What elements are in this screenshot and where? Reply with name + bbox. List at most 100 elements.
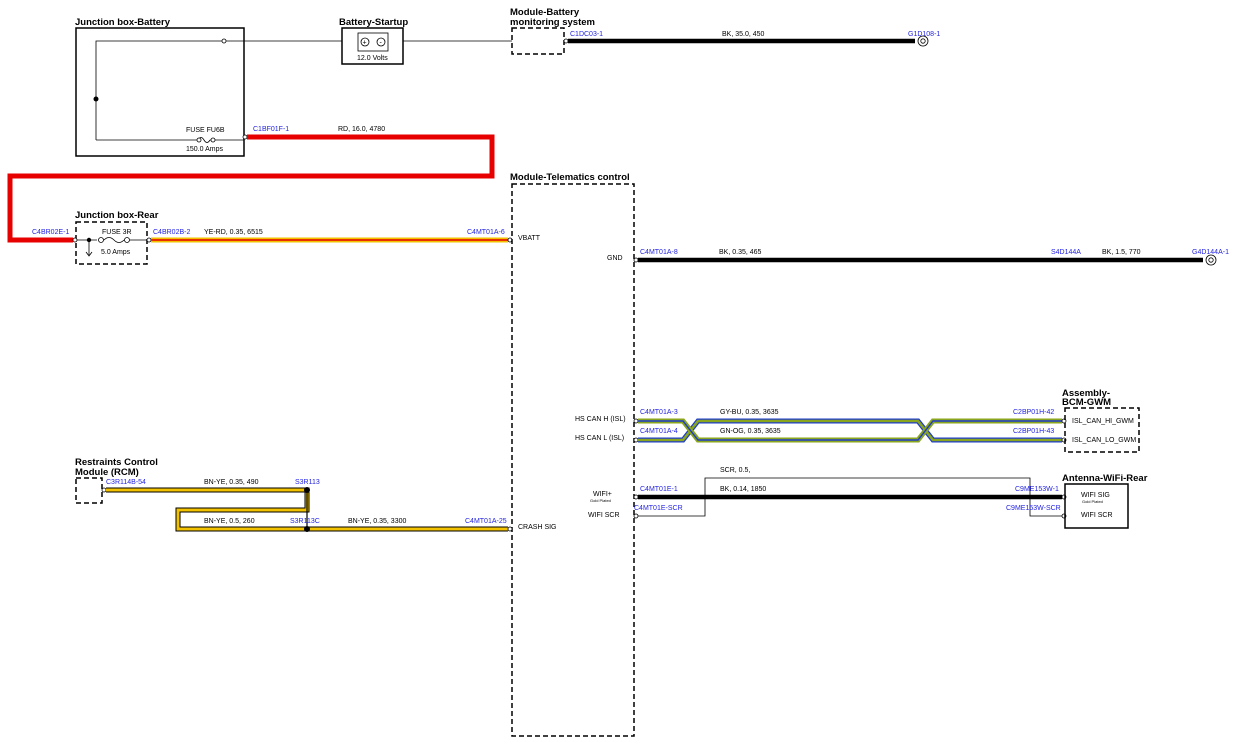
battery-startup: Battery-Startup + - 12.0 Volts <box>226 17 512 65</box>
s4d144a-label: S4D144A <box>1051 249 1081 256</box>
c3r114b-pin <box>101 487 107 493</box>
fuse-3r-symbol <box>103 237 125 243</box>
module-battery-monitoring: Module-Battery monitoring system C1DC03-… <box>510 7 940 55</box>
rcm-title-2: Module (RCM) <box>75 467 139 478</box>
c2bp01h42-label: C2BP01H-42 <box>1013 409 1054 416</box>
c9me153w1-label: C9ME153W-1 <box>1015 486 1059 493</box>
module-bms-frame <box>511 27 565 55</box>
ye-rd-wire-group: C4BR02B-2 YE-RD, 0.35, 6515 C4MT01A-6 <box>151 229 513 243</box>
pin-wifi-sig: WIFI SIG <box>1081 492 1110 499</box>
jb-battery-bus-terminal <box>221 38 227 44</box>
rd-main-label: RD, 16.0, 4780 <box>338 126 385 133</box>
can-bus-group: C4MT01A-3 C4MT01A-4 GY-BU, 0.35, 3635 GN… <box>633 409 1067 443</box>
assembly-bcm-gwm: Assembly- BCM-GWM ISL_CAN_HI_GWM ISL_CAN… <box>1062 388 1140 453</box>
ground-g4d144a-inner <box>1208 257 1214 263</box>
jb-rear-branch-arrow <box>85 251 93 257</box>
module-bms-title-1: Module-Battery <box>510 7 580 18</box>
module-telematics: Module-Telematics control VBATT GND HS C… <box>510 172 635 737</box>
bcm-title-1: Assembly- <box>1062 388 1110 399</box>
c4mt01a3-pin <box>633 418 639 424</box>
g1d108-label: G1D108-1 <box>908 31 940 38</box>
junction-box-rear-title: Junction box-Rear <box>75 210 159 221</box>
s3r113c-label: S3R113C <box>290 518 320 525</box>
bk-wifi-label: BK, 0.14, 1850 <box>720 486 766 493</box>
pin-crash-sig: CRASH SIG <box>518 524 557 531</box>
fuse-3r-label: FUSE 3R <box>102 229 132 236</box>
gnd-wire-group: C4MT01A-8 BK, 0.35, 465 S4D144A BK, 1.5,… <box>633 249 1229 266</box>
c4mt01escr-label: C4MT01E-SCR <box>634 505 683 512</box>
pin-wifi-plus: WIFI+ <box>593 491 612 498</box>
bk-gnd2-label: BK, 1.5, 770 <box>1102 249 1141 256</box>
c4mt01e1-pin <box>633 494 639 500</box>
fuse-f06b-label: FUSE FU6B <box>186 127 225 134</box>
junction-box-battery-frame <box>75 27 245 157</box>
rd-main-wire <box>7 134 495 243</box>
pin-gnd: GND <box>607 255 623 262</box>
antenna-title: Antenna-WiFi-Rear <box>1062 473 1148 484</box>
bn-ye-3300-label: BN-YE, 0.35, 3300 <box>348 518 406 525</box>
fuse-3r-rating: 5.0 Amps <box>101 249 131 256</box>
battery-positive-terminal <box>360 37 370 47</box>
c1dc03-label: C1DC03-1 <box>570 31 603 38</box>
pin-wifi-sig-gold: Gold Plated <box>1082 499 1103 504</box>
bn-ye-wire-fill <box>106 488 508 531</box>
battery-startup-frame <box>341 27 404 65</box>
pin-hs-can-h: HS CAN H (ISL) <box>575 416 626 423</box>
c4mt01a25-pin <box>507 526 513 532</box>
gn-og-wire-outer <box>638 418 1062 443</box>
pin-wifi-scr: WIFI SCR <box>588 512 620 519</box>
bcm-frame <box>1064 407 1140 453</box>
c2bp01h43-label: C2BP01H-43 <box>1013 428 1054 435</box>
battery-negative-symbol: - <box>380 40 383 47</box>
fuse-f06b-terminal-in <box>196 137 202 143</box>
fuse-f06b-rating: 150.0 Amps <box>186 146 223 153</box>
c3r114b-label: C3R114B-54 <box>106 479 146 486</box>
scr-shield-wire <box>636 477 1062 517</box>
jb-battery-internal-bus <box>95 40 222 140</box>
c4br02e-label: C4BR02E-1 <box>32 229 69 236</box>
g4d144a-label: G4D144A-1 <box>1192 249 1229 256</box>
c4mt01a4-label: C4MT01A-4 <box>640 428 678 435</box>
c4mt01a8-label: C4MT01A-8 <box>640 249 678 256</box>
bn-ye-260-label: BN-YE, 0.5, 260 <box>204 518 255 525</box>
ground-g1d108-icon <box>917 35 929 47</box>
rcm-title-1: Restraints Control <box>75 457 158 468</box>
bk-battery-ground-label: BK, 35.0, 450 <box>722 31 765 38</box>
ye-rd-label: YE-RD, 0.35, 6515 <box>204 229 263 236</box>
rcm-frame <box>75 477 103 504</box>
antenna-wifi-rear: Antenna-WiFi-Rear WIFI SIG Gold Plated W… <box>1062 473 1148 529</box>
ground-g1d108-inner <box>920 38 926 44</box>
junction-box-battery-title: Junction box-Battery <box>75 17 171 28</box>
c4mt01a25-label: C4MT01A-25 <box>465 518 507 525</box>
fuse-f06b-terminal-out <box>210 137 216 143</box>
ground-g4d144a-icon <box>1205 254 1217 266</box>
c4br02b-label: C4BR02B-2 <box>153 229 190 236</box>
gn-og-label: GN-OG, 0.35, 3635 <box>720 428 781 435</box>
c9me153wscr-label: C9ME153W-SCR <box>1006 505 1061 512</box>
s3r113c-splice <box>304 526 310 532</box>
c4br02b-pin <box>146 237 152 243</box>
restraints-control-module: Restraints Control Module (RCM) C3R114B-… <box>75 457 158 504</box>
battery-negative-terminal <box>376 37 386 47</box>
red-main-feed: C1BF01F-1 RD, 16.0, 4780 C4BR02E-1 <box>7 126 495 243</box>
pin-isl-can-hi: ISL_CAN_HI_GWM <box>1072 418 1134 425</box>
c4mt01a4-pin <box>633 437 639 443</box>
gy-bu-wire-inner <box>638 420 1062 441</box>
junction-box-rear-frame <box>75 221 148 265</box>
telematics-title: Module-Telematics control <box>510 172 630 183</box>
crash-signal-wiring: BN-YE, 0.35, 490 S3R113 BN-YE, 0.5, 260 … <box>106 479 513 532</box>
telematics-frame <box>511 183 635 737</box>
gy-bu-wire-outer <box>638 418 1062 443</box>
junction-box-battery: Junction box-Battery FUSE FU6B 150.0 Amp… <box>75 17 248 157</box>
bk-gnd-label: BK, 0.35, 465 <box>719 249 762 256</box>
antenna-frame <box>1064 483 1129 529</box>
battery-startup-title: Battery-Startup <box>339 17 408 28</box>
pin-wifi-gold-plated: Gold Plated <box>590 498 611 503</box>
battery-positive-symbol: + <box>363 40 367 47</box>
pin-isl-can-lo: ISL_CAN_LO_GWM <box>1072 437 1136 444</box>
bcm-title-2: BCM-GWM <box>1062 397 1111 408</box>
c1bf01f-pin <box>242 134 248 140</box>
c4mt01escr-pin <box>633 513 639 519</box>
c4br02e-pin <box>72 237 78 243</box>
